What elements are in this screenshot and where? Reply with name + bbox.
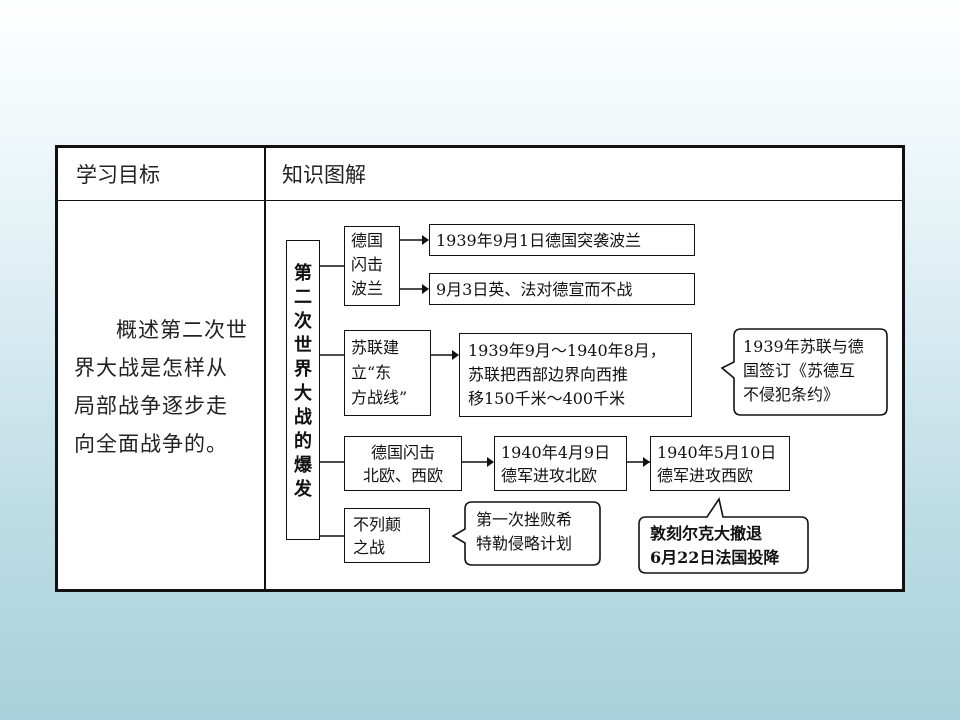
box-line: 波兰: [351, 279, 384, 298]
box-line: 德军进攻北欧: [501, 466, 598, 485]
pact-note: 1939年苏联与德 国签订《苏德互 不侵犯条约》: [737, 331, 885, 413]
box-line: 1940年4月9日: [501, 443, 611, 462]
box-line: 6月22日法国投降: [650, 548, 780, 567]
objective-text: 概述第二次世界大战是怎样从局部战争逐步走向全面战争的。: [74, 318, 248, 456]
knowledge-table: 学习目标 知识图解 概述第二次世界大战是怎样从局部战争逐步走向全面战争的。: [55, 145, 905, 592]
box-line: 1940年5月10日: [657, 443, 777, 462]
box-line: 北欧、西欧: [362, 466, 443, 485]
root-char: 界: [294, 359, 312, 380]
box-line: 敦刻尔克大撤退: [650, 524, 763, 543]
blitz-poland-box: 德国 闪击 波兰: [344, 226, 400, 306]
box-line: 移150千米～400千米: [468, 389, 626, 408]
box-line: 闪击: [351, 255, 384, 274]
box-line: 第一次挫败希: [476, 510, 573, 529]
box-line: 苏联把西部边界向西推: [468, 365, 629, 384]
header-knowledge-diagram: 知识图解: [266, 148, 902, 201]
root-char: 二: [294, 287, 312, 308]
box-line: 立“东: [351, 363, 392, 382]
root-char: 的: [294, 431, 312, 452]
box-line: 德军进攻西欧: [657, 466, 754, 485]
soviet-detail-box: 1939年9月～1940年8月， 苏联把西部边界向西推 移150千米～400千米: [459, 333, 692, 417]
event-1940-apr9-box: 1940年4月9日 德军进攻北欧: [494, 436, 627, 491]
objective-cell: 概述第二次世界大战是怎样从局部战争逐步走向全面战争的。: [58, 201, 266, 589]
root-char: 第: [294, 263, 312, 284]
dunkirk-note: 敦刻尔克大撤退 6月22日法国投降: [642, 520, 806, 572]
knowledge-diagram: 第 二 次 世 界 大 战 的 爆 发 德国 闪击 波兰 1939年9月1日德国…: [282, 218, 891, 574]
blitz-north-west-box: 德国闪击 北欧、西欧: [344, 436, 462, 491]
event-1939-sep1-box: 1939年9月1日德国突袭波兰: [429, 224, 695, 256]
first-defeat-note: 第一次挫败希 特勒侵略计划: [468, 504, 598, 562]
diagram-connectors: [319, 235, 888, 574]
box-line: 苏联建: [351, 338, 400, 357]
root-box: 第 二 次 世 界 大 战 的 爆 发: [286, 240, 320, 540]
header-learning-goal: 学习目标: [58, 148, 266, 201]
root-char: 战: [294, 407, 312, 428]
box-line: 1939年苏联与德: [743, 337, 864, 356]
root-char: 发: [294, 479, 312, 500]
box-line: 国签订《苏德互: [743, 361, 856, 380]
root-char: 大: [294, 383, 312, 404]
event-1940-may10-box: 1940年5月10日 德军进攻西欧: [650, 436, 790, 491]
box-line: 不列颠: [353, 515, 402, 534]
root-char: 次: [294, 311, 312, 332]
soviet-front-box: 苏联建 立“东 方战线”: [344, 330, 431, 416]
battle-britain-box: 不列颠 之战: [344, 508, 430, 563]
box-line: 德国: [351, 231, 384, 250]
box-line: 方战线”: [351, 388, 408, 407]
box-line: 1939年9月～1940年8月，: [468, 341, 666, 360]
event-sep3-box: 9月3日英、法对德宣而不战: [429, 273, 695, 305]
box-line: 德国闪击: [370, 443, 435, 462]
box-line: 之战: [353, 538, 386, 557]
root-char: 爆: [294, 455, 312, 476]
box-line: 不侵犯条约》: [743, 385, 840, 404]
box-line: 特勒侵略计划: [476, 534, 573, 553]
root-char: 世: [294, 335, 312, 356]
